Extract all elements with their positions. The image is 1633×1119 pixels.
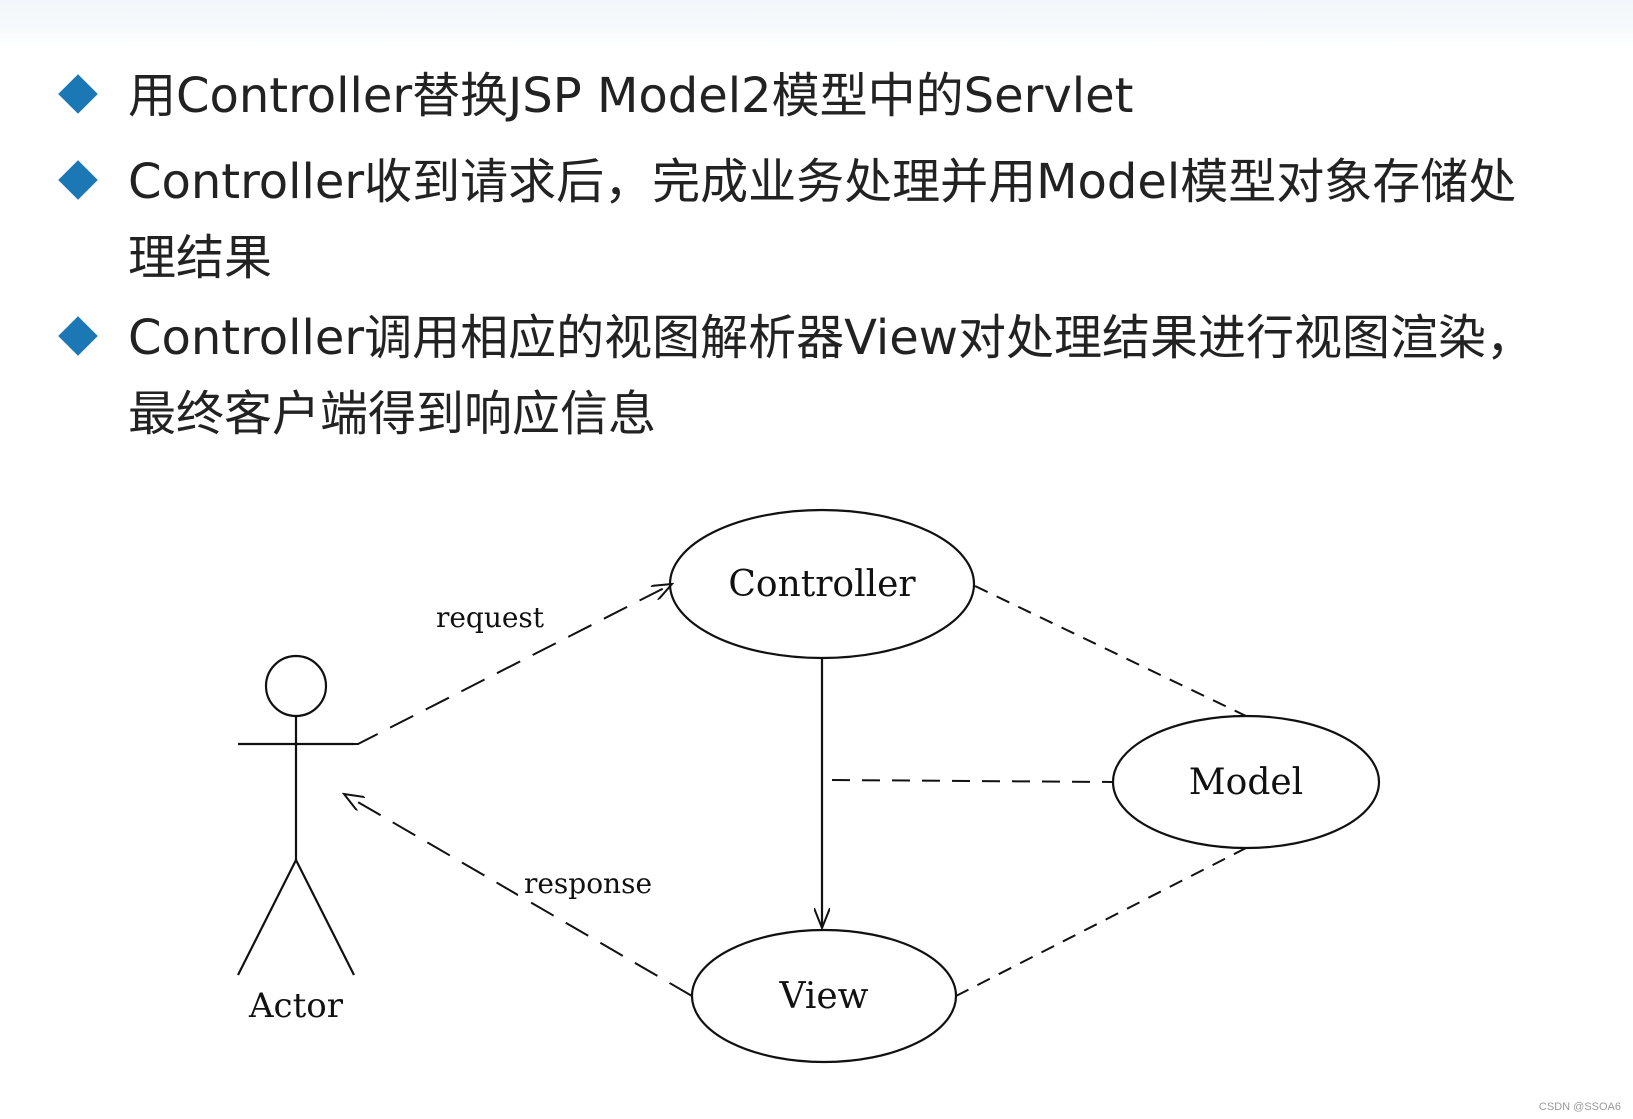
response-label-bg xyxy=(518,862,658,898)
controller-model-link xyxy=(974,585,1247,717)
header-band xyxy=(0,0,1633,48)
response-label: response xyxy=(524,867,652,900)
bullet-1-text: 用Controller替换JSP Model2模型中的Servlet xyxy=(128,68,1134,124)
actor-label: Actor xyxy=(248,986,344,1026)
view-label: View xyxy=(779,976,869,1017)
actor-head xyxy=(264,654,328,718)
model-label: Model xyxy=(1189,762,1303,803)
watermark: CSDN @SSOA6 xyxy=(1538,1101,1621,1113)
controller-label: Controller xyxy=(728,564,916,605)
bullet-3-text: Controller调用相应的视图解析器View对处理结果进行视图渲染， 最终客… xyxy=(128,310,1535,442)
view-model-link xyxy=(955,847,1247,997)
request-arrow xyxy=(354,584,672,745)
bullet-2-text: Controller收到请求后，完成业务处理并用Model模型对象存储处 理结果 xyxy=(128,154,1517,286)
request-label: request xyxy=(436,601,545,634)
actor-figure xyxy=(237,654,355,976)
actor-left-leg xyxy=(237,859,297,976)
model-to-link-line xyxy=(831,779,1113,783)
actor-right-leg xyxy=(295,859,355,976)
